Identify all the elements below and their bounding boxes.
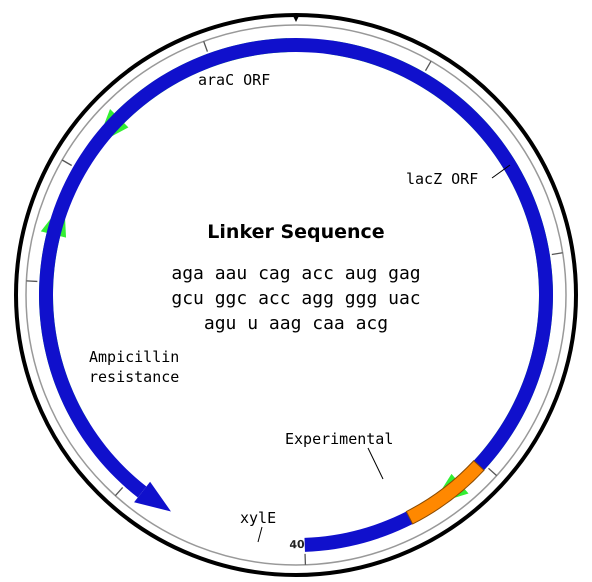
amp-label-line1: Ampicillin — [89, 348, 179, 366]
tick-2000 — [551, 252, 563, 256]
tick-5000 — [114, 487, 124, 497]
xyle-leader-line — [257, 526, 263, 543]
tick-1000 — [424, 60, 432, 72]
xyle-label: xylE — [240, 509, 276, 527]
sequence-line-1: aga aau cag acc aug gag — [171, 263, 420, 284]
linker-title: Linker Sequence — [207, 221, 384, 243]
exp-label: Experimental — [285, 430, 393, 448]
tick-7000 — [61, 159, 73, 167]
sequence-line-3: agu u aag caa acg — [204, 313, 388, 334]
feature-exp — [405, 460, 485, 525]
origin-marker — [292, 14, 300, 22]
lacz-label: lacZ ORF — [406, 170, 478, 188]
exp-arc-body — [405, 460, 485, 525]
tick-3000 — [488, 467, 498, 477]
amp-label-line2: resistance — [89, 368, 179, 386]
feature-xyle — [38, 37, 553, 552]
tick-6000 — [26, 280, 38, 283]
arac-label: araC ORF — [198, 71, 270, 89]
xyle-arrowhead — [134, 481, 171, 512]
features — [38, 37, 554, 552]
lacz-leader-line — [491, 164, 511, 179]
sequence-line-2: gcu ggc acc agg ggg uac — [171, 288, 420, 309]
tick-8000 — [203, 41, 209, 52]
exp-leader-line — [367, 447, 384, 480]
plasmid-inner-ring — [25, 24, 567, 566]
